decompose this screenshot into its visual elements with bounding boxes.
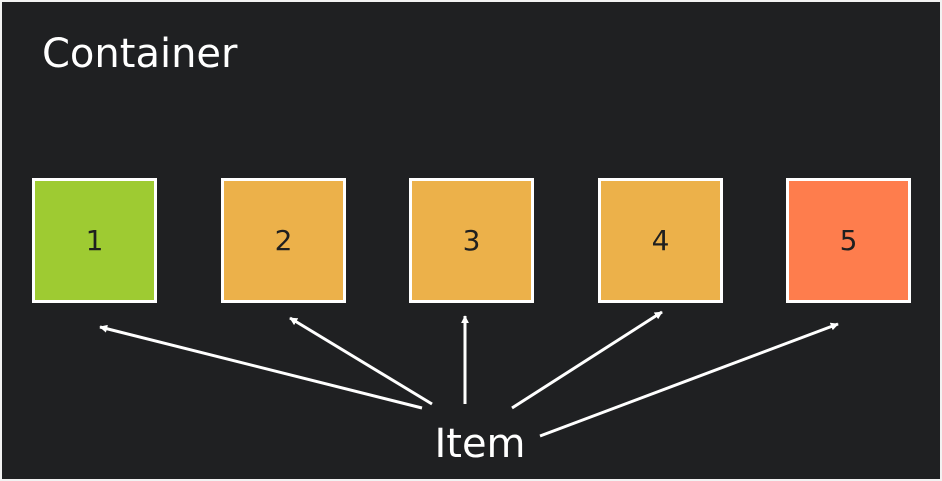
item-box-2: 2 — [221, 178, 346, 303]
arrow-to-item-1 — [99, 324, 423, 410]
item-box-3: 3 — [409, 178, 534, 303]
item-annotation-label: Item — [434, 421, 526, 467]
item-box-1: 1 — [32, 178, 157, 303]
item-number: 2 — [274, 224, 293, 257]
item-box-5: 5 — [786, 178, 911, 303]
item-box-4: 4 — [598, 178, 723, 303]
item-number: 3 — [462, 224, 481, 257]
item-number: 5 — [839, 224, 858, 257]
container-title: Container — [42, 31, 238, 77]
arrow-to-item-2 — [289, 316, 433, 406]
arrow-to-item-5 — [539, 322, 839, 438]
item-number: 4 — [651, 224, 670, 257]
arrow-to-item-4 — [511, 310, 663, 410]
item-number: 1 — [85, 224, 104, 257]
